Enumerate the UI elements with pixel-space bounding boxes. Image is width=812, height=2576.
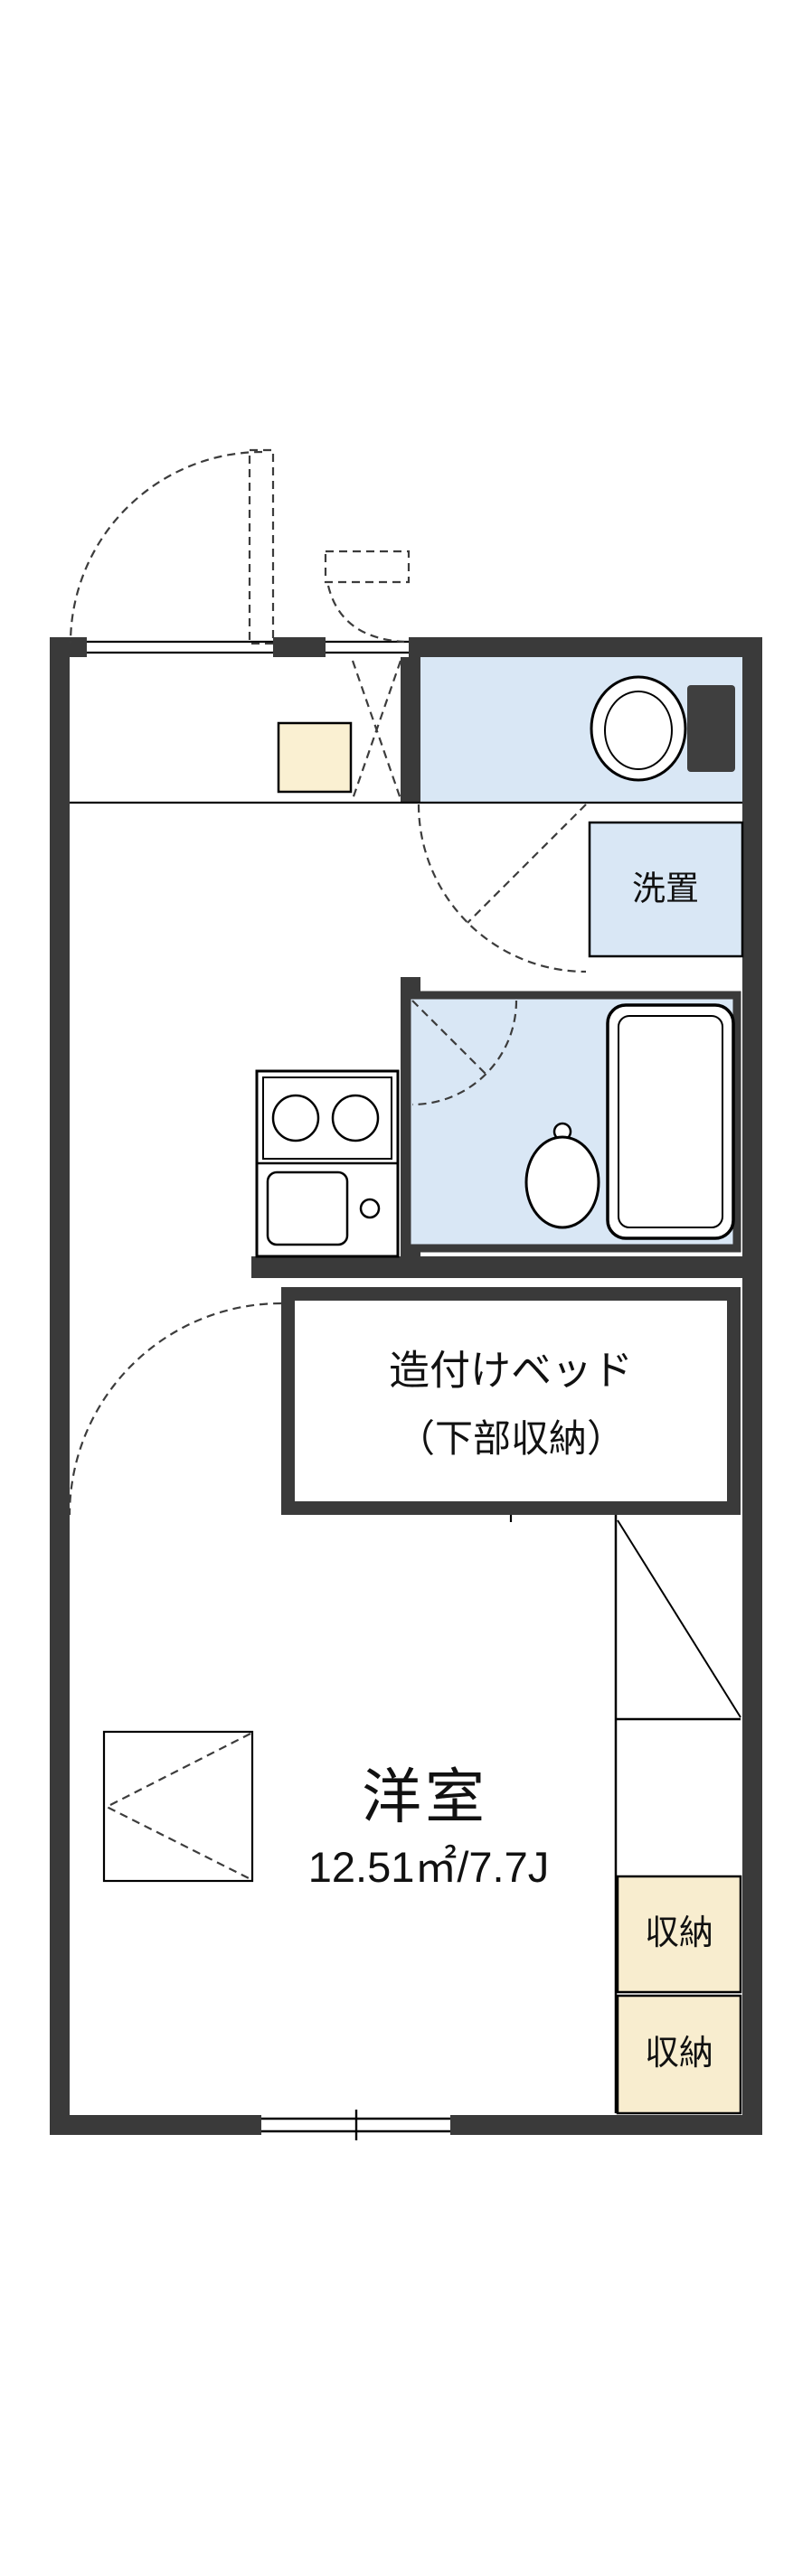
second-door-threshold [326,640,409,654]
built-in-bed-label: 造付けベッド [388,1347,634,1394]
washer-space-box [588,821,744,958]
entrance-door-swing [69,448,275,645]
wall-right [742,637,762,2135]
entrance-threshold [87,640,273,654]
washer-space-label: 洗置 [632,870,699,907]
room-area-label: 12.51㎡/7.7J [307,1843,550,1892]
room-name-label: 洋室 [362,1763,488,1830]
wall-top-a [50,637,87,657]
shoe-cabinet [277,721,353,794]
storage-upper-label: 収納 [644,1914,714,1953]
toilet-door-swing [417,804,587,973]
storage-closet-upper [616,1875,742,1994]
toilet-tank [687,685,735,772]
washbasin-icon [524,1122,600,1229]
toilet-seat [604,691,673,770]
storage-lower-label: 収納 [644,2035,714,2073]
bathtub-icon [606,1003,735,1240]
toilet-door-leaf [467,804,587,924]
wall-top-b [273,637,326,657]
thin-lines [70,640,742,2113]
built-in-bed-box [281,1287,741,1515]
door-swings [68,448,587,1516]
bathroom [402,991,741,1253]
bed-storage-note-label: （下部収納） [396,1416,626,1460]
porch-door-leaf [324,550,411,584]
toilet-icon [590,675,735,782]
room-door-swing [68,1302,282,1516]
sink-icon [266,1170,381,1246]
bathroom-door-swing [411,1000,518,1106]
bathroom-door-leaf [411,1000,486,1075]
stove-icon [262,1076,392,1160]
wall-bottom-b [450,2115,762,2135]
wall-stub-toilet [401,657,420,803]
kitchen-unit [255,1069,400,1258]
wall-band-under-kitchen [251,1256,742,1278]
entrance-door-leaf [248,448,275,645]
shelf-diagonal-marker [617,1519,741,1718]
storage-closet-lower [616,1994,742,2115]
wall-bottom-a [50,2115,261,2135]
wall-left [50,637,70,2135]
wall-top-c [409,637,762,657]
window-bay [102,1730,254,1883]
closet-x-marker [351,660,402,800]
window-bottom [261,2110,450,2140]
porch-storage-door-swing [324,550,411,644]
